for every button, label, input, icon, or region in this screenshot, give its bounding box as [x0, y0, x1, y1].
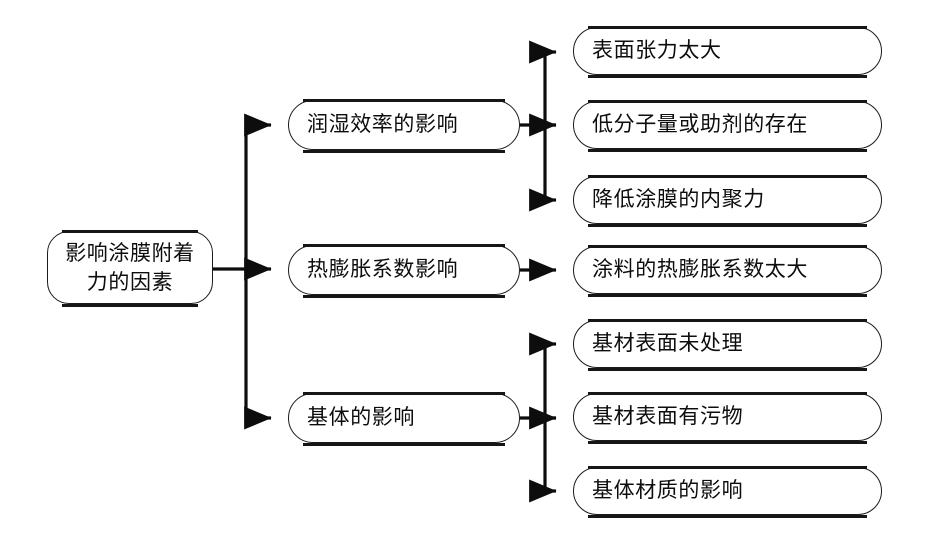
node-leaf-contaminant-label: 基材表面有污物: [592, 404, 744, 429]
node-leaf-untreated[interactable]: 基材表面未处理: [573, 318, 882, 372]
node-leaf-cohesion[interactable]: 降低涂膜的内聚力: [573, 174, 882, 228]
node-branch-thermal[interactable]: 热膨胀系数影响: [288, 243, 520, 299]
node-leaf-coating-expansion[interactable]: 涂料的热膨胀系数太大: [573, 244, 882, 298]
node-leaf-surface-tension[interactable]: 表面张力太大: [573, 25, 882, 79]
node-leaf-coating-expansion-label: 涂料的热膨胀系数太大: [592, 257, 808, 282]
node-leaf-material-label: 基体材质的影响: [592, 478, 744, 503]
node-leaf-surface-tension-label: 表面张力太大: [592, 38, 722, 63]
node-branch-substrate[interactable]: 基体的影响: [288, 391, 520, 447]
node-leaf-low-molecular-label: 低分子量或助剂的存在: [592, 112, 808, 137]
node-leaf-untreated-label: 基材表面未处理: [592, 331, 744, 356]
node-leaf-contaminant[interactable]: 基材表面有污物: [573, 391, 882, 445]
node-leaf-material[interactable]: 基体材质的影响: [573, 465, 882, 519]
node-branch-wetting-label: 润湿效率的影响: [307, 112, 459, 137]
node-branch-thermal-label: 热膨胀系数影响: [307, 257, 459, 282]
node-leaf-cohesion-label: 降低涂膜的内聚力: [592, 187, 765, 212]
node-leaf-low-molecular[interactable]: 低分子量或助剂的存在: [573, 99, 882, 153]
node-branch-wetting[interactable]: 润湿效率的影响: [288, 98, 520, 154]
node-root-label: 影响涂膜附着 力的因素: [65, 241, 195, 294]
node-branch-substrate-label: 基体的影响: [307, 405, 415, 430]
node-root[interactable]: 影响涂膜附着 力的因素: [47, 229, 213, 308]
